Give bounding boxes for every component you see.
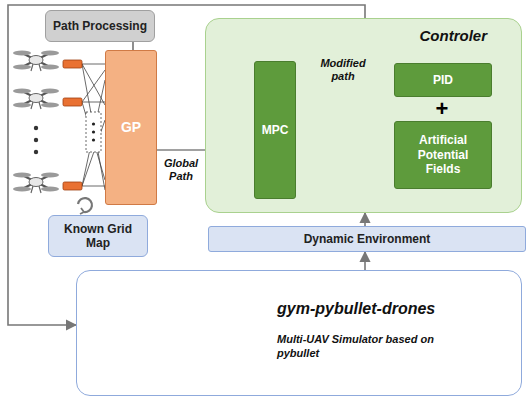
connector	[364, 213, 366, 226]
gp-box: GP	[105, 50, 157, 205]
pid-box: PID	[394, 63, 492, 97]
process-box: Path Processing	[45, 10, 155, 42]
controller-panel: ControlerMPC PID Artificial Potential Fiel…	[205, 18, 522, 213]
plus-sign: +	[436, 98, 449, 120]
drone-icons	[13, 51, 59, 194]
node-label: GP	[121, 119, 141, 136]
node-label: Path Processing	[53, 19, 147, 33]
connector	[157, 149, 205, 150]
hidden-layer-box	[86, 112, 101, 152]
panel-title: gym-pybullet-drones	[277, 299, 507, 319]
edge-label: Global Path	[159, 157, 203, 183]
connector	[132, 42, 133, 50]
connector	[364, 252, 366, 270]
environment-box: Dynamic Environment	[208, 226, 526, 252]
cycle-icon	[78, 198, 92, 214]
mpc-box: MPC	[254, 61, 296, 199]
node-label: MPC	[262, 123, 289, 137]
node-label: Artificial Potential Fields	[400, 133, 486, 176]
edge-label: Modified path	[311, 57, 375, 83]
node-label: Dynamic Environment	[304, 232, 431, 246]
mesh-lines	[82, 64, 105, 190]
ellipsis-dots	[34, 126, 38, 154]
panel-title: Controler	[420, 27, 488, 44]
encoder-stubs	[63, 60, 82, 190]
simulator-panel: gym-pybullet-dronesMulti-UAV Simulator b…	[76, 270, 522, 396]
panel-subtitle: Multi-UAV Simulator based on pybullet	[277, 333, 477, 361]
apf-box: Artificial Potential Fields	[394, 121, 492, 189]
map-box: Known Grid Map	[48, 215, 148, 257]
node-label: PID	[433, 73, 453, 87]
node-label: Known Grid Map	[54, 222, 142, 251]
